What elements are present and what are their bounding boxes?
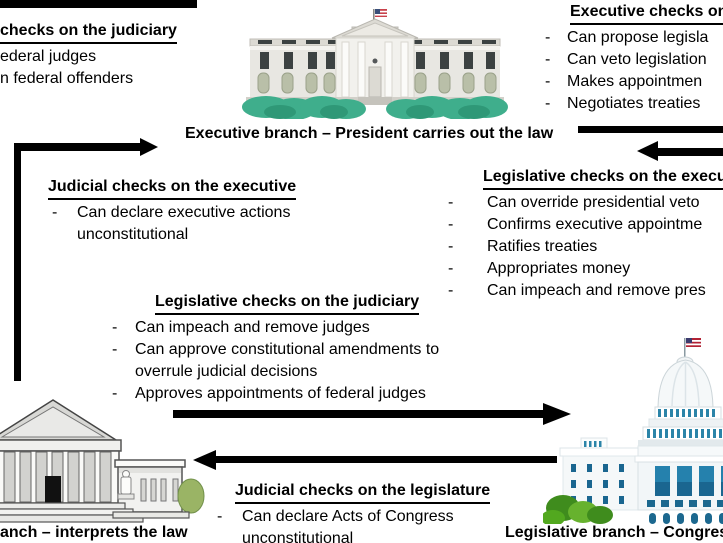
arrow-executive-to-legislature xyxy=(578,126,723,133)
legislative-checks-on-executive-items: - Can override presidential veto - Confirms… xyxy=(448,192,723,302)
bullet-dash: - xyxy=(545,73,551,90)
check-item-text: Can approve constitutional amendments to… xyxy=(135,341,440,380)
bullet-dash: - xyxy=(448,260,454,277)
check-item: -Can veto legislation xyxy=(545,49,723,71)
check-item-text: Ratifies treaties xyxy=(487,238,598,255)
bullet-dash: - xyxy=(448,282,454,299)
bullet-dash: - xyxy=(448,238,454,255)
check-item: - Can impeach and remove pres xyxy=(448,280,723,302)
arrowhead-right-icon xyxy=(140,138,158,156)
check-item-text: Makes appointmen xyxy=(567,73,703,90)
check-item: - Can override presidential veto xyxy=(448,192,723,214)
bullet-dash: - xyxy=(112,341,118,358)
bullet-dash: - xyxy=(217,508,223,525)
legislative-checks-on-judiciary-title: Legislative checks on the judiciary xyxy=(155,291,420,315)
check-item: - Can declare executive actions unconstit… xyxy=(52,202,317,246)
bullet-dash: - xyxy=(52,204,58,221)
supreme-court-illustration xyxy=(0,388,210,528)
exec-checks-on-legislature-block: Executive checks on -Can propose legisla… xyxy=(545,1,723,115)
bullet-dash: - xyxy=(448,216,454,233)
bullet-dash: - xyxy=(545,95,551,112)
check-item: - Confirms executive appointme xyxy=(448,214,723,236)
check-item: - Ratifies treaties xyxy=(448,236,723,258)
capitol-svg xyxy=(543,338,723,524)
check-item-text: Confirms executive appointme xyxy=(487,216,703,233)
exec-checks-on-legislature-items: -Can propose legisla-Can veto legislatio… xyxy=(545,27,723,115)
capitol-illustration xyxy=(543,332,723,524)
arrow-to-capitol-line xyxy=(173,410,545,418)
check-item-text: Can impeach and remove judges xyxy=(135,319,370,336)
check-item: -Makes appointmen xyxy=(545,71,723,93)
judicial-checks-on-legislature-block: Judicial checks on the legislature - Can … xyxy=(217,480,491,543)
check-item: -n federal offenders xyxy=(0,68,177,90)
check-item-text: Can impeach and remove pres xyxy=(487,282,706,299)
arrow-judicial-to-executive-vertical xyxy=(14,143,21,381)
check-item: -ederal judges xyxy=(0,46,177,68)
check-item: -Negotiates treaties xyxy=(545,93,723,115)
judicial-checks-on-legislature-items: - Can declare Acts of Congress unconstitu… xyxy=(217,506,490,543)
white-house-illustration xyxy=(236,5,514,119)
arrow-legislature-to-executive-line xyxy=(656,148,723,156)
check-item: -Approves appointments of federal judges xyxy=(112,383,470,405)
arrowhead-left-icon xyxy=(637,141,658,161)
arrow-judicial-to-executive-horizontal xyxy=(14,143,141,151)
exec-checks-on-judiciary-items: -ederal judges-n federal offenders xyxy=(0,46,177,90)
legislative-checks-on-judiciary-items: -Can impeach and remove judges-Can appro… xyxy=(112,317,470,405)
check-item: -Can propose legisla xyxy=(545,27,723,49)
check-item-text: Can override presidential veto xyxy=(487,194,700,211)
check-item: - Can declare Acts of Congress unconstitu… xyxy=(217,506,490,543)
legislative-checks-on-judiciary-block: Legislative checks on the judiciary -Can… xyxy=(112,291,470,405)
judicial-checks-on-executive-title: Judicial checks on the executive xyxy=(48,176,297,200)
bullet-dash: - xyxy=(112,319,118,336)
bullet-dash: - xyxy=(448,194,454,211)
check-item: -Can approve constitutional amendments t… xyxy=(112,339,470,383)
judicial-checks-on-legislature-title: Judicial checks on the legislature xyxy=(235,480,491,504)
exec-checks-on-judiciary-block: checks on the judiciary -ederal judges-n… xyxy=(0,20,177,90)
bullet-dash: - xyxy=(545,29,551,46)
check-item-text: Can declare executive actions unconstitu… xyxy=(77,204,291,243)
check-item-text: Approves appointments of federal judges xyxy=(135,385,426,402)
bullet-dash: - xyxy=(545,51,551,68)
judicial-checks-on-executive-block: Judicial checks on the executive - Can de… xyxy=(48,176,317,246)
check-item: - Appropriates money xyxy=(448,258,723,280)
arrowhead-right-icon xyxy=(543,403,571,425)
arrow-executive-to-judiciary xyxy=(0,0,197,8)
exec-checks-on-judiciary-title: checks on the judiciary xyxy=(0,20,177,44)
judicial-branch-caption: anch – interprets the law xyxy=(0,524,188,541)
check-item-text: ederal judges xyxy=(0,48,97,65)
executive-branch-caption: Executive branch – President carries out… xyxy=(185,125,554,142)
exec-checks-on-legislature-title: Executive checks on xyxy=(570,1,723,25)
judicial-checks-on-executive-items: - Can declare executive actions unconstit… xyxy=(52,202,317,246)
check-item-text: Appropriates money xyxy=(487,260,631,277)
check-item-text: Can propose legisla xyxy=(567,29,709,46)
check-item-text: n federal offenders xyxy=(0,70,134,87)
supreme-court-svg xyxy=(0,399,205,523)
white-house-svg xyxy=(242,9,508,119)
legislative-checks-on-executive-block: Legislative checks on the execu - Can ove… xyxy=(448,166,723,302)
arrowhead-left-icon xyxy=(193,450,216,470)
check-item-text: Negotiates treaties xyxy=(567,95,701,112)
check-item-text: Can veto legislation xyxy=(567,51,707,68)
bullet-dash: - xyxy=(112,385,118,402)
check-item: -Can impeach and remove judges xyxy=(112,317,470,339)
legislative-branch-caption: Legislative branch – Congres xyxy=(505,524,723,541)
legislative-checks-on-executive-title: Legislative checks on the execu xyxy=(483,166,723,190)
arrow-to-supreme-court-line xyxy=(215,456,557,463)
check-item-text: Can declare Acts of Congress unconstitut… xyxy=(242,508,454,543)
